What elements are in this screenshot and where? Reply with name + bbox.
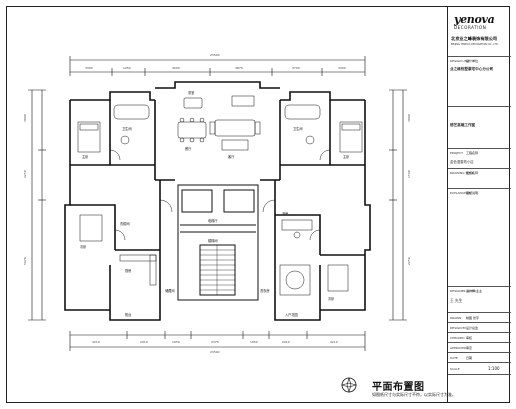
checked-value: 审核 bbox=[466, 336, 473, 340]
approved-row: APPROVED 审定 bbox=[448, 342, 511, 352]
dim-top-5: 3700 bbox=[292, 66, 300, 70]
dim-left-3: 5670 bbox=[23, 257, 27, 265]
room-label-cloak: 衣帽间 bbox=[120, 221, 130, 226]
room-label-bath-right: 卫生间 bbox=[293, 126, 303, 131]
designer-value: 设计师/业主 bbox=[466, 289, 483, 293]
floor-plan: 23540 3300 1950 4000 4870 3700 3300 2350… bbox=[23, 53, 411, 354]
dim-bottom-2: 2910 bbox=[140, 340, 148, 344]
owner-name: 王 先生 bbox=[450, 298, 463, 303]
room-label-hall: 电梯厅 bbox=[208, 218, 218, 223]
drawing-title-row: DRAWING TITLE 图纸名称 bbox=[448, 168, 511, 186]
date-row: DATE 日期 bbox=[448, 352, 511, 362]
design-unit-label: DESIGN UNIT bbox=[450, 59, 470, 63]
title-block: yenova DECORATION 北京业之峰装饰有限公司 BEIJING YE… bbox=[447, 6, 511, 403]
project-label: PROJECT bbox=[450, 151, 463, 155]
scale-value: 1:100 bbox=[488, 366, 500, 371]
dim-bottom-5: 1950 bbox=[250, 340, 258, 344]
room-label-master-right: 主卧 bbox=[343, 154, 350, 159]
logo-subtitle: DECORATION bbox=[454, 25, 487, 30]
drawn-label: DRAWN bbox=[450, 316, 462, 320]
company-name-en: BEIJING YENOVA DECORATION CO., LTD. bbox=[451, 43, 499, 46]
dim-bottom-1: 4210 bbox=[92, 340, 100, 344]
design-unit-row: DESIGN UNIT 设计单位 业之峰别墅豪宅中心分公司 bbox=[448, 56, 511, 74]
dim-top-4: 4870 bbox=[235, 66, 243, 70]
dim-right-1: 3900 bbox=[407, 114, 411, 122]
dim-top-2: 1950 bbox=[123, 66, 131, 70]
north-arrow-icon bbox=[340, 376, 358, 394]
dim-top-1: 3300 bbox=[85, 66, 93, 70]
plan-title: 平面布置图 bbox=[372, 382, 425, 393]
dim-bottom-total: 23500 bbox=[210, 350, 220, 354]
drawing-title-value: 图纸名称 bbox=[466, 171, 479, 175]
design-value: 设计总监 bbox=[466, 326, 479, 330]
checked-row: CHECKED 审核 bbox=[448, 332, 511, 342]
dim-left-1: 3900 bbox=[23, 114, 27, 122]
room-label-tea: 茶室 bbox=[188, 90, 194, 95]
approved-value: 审定 bbox=[466, 346, 473, 350]
dim-bottom-7: 4210 bbox=[330, 340, 338, 344]
dim-bottom-6: 2910 bbox=[282, 340, 290, 344]
studio-row: 德艺高端工作室 bbox=[448, 106, 511, 146]
project-row: PROJECT 工程名称 金色漫香苑小区 bbox=[448, 148, 511, 166]
sheet-number-row bbox=[448, 374, 511, 403]
project-value: 工程名称 bbox=[466, 151, 479, 155]
room-label-bedroom-right: 次卧 bbox=[328, 296, 335, 301]
date-value: 日期 bbox=[466, 356, 473, 360]
room-label-laundry: 洗衣房 bbox=[260, 288, 270, 293]
room-label-dining: 餐厅 bbox=[185, 146, 192, 151]
room-label-bath-left: 卫生间 bbox=[122, 126, 132, 131]
room-label-garden: 入户花园 bbox=[285, 312, 298, 317]
date-label: DATE bbox=[450, 356, 458, 360]
room-label-storage: 储藏间 bbox=[165, 288, 175, 293]
dim-top-6: 3300 bbox=[338, 66, 346, 70]
explanation-row: EXPLANATION 图纸说明 bbox=[448, 188, 511, 278]
design-unit-value: 设计单位 bbox=[466, 59, 479, 63]
checked-label: CHECKED bbox=[450, 336, 465, 340]
plan-subtitle: 如图纸尺寸与实际尺寸不符，以实际尺寸为准。 bbox=[372, 392, 456, 397]
company-name: 北京业之峰装饰有限公司 bbox=[451, 36, 498, 41]
room-label-kitchen: 厨房 bbox=[125, 268, 131, 273]
approved-label: APPROVED bbox=[450, 346, 467, 350]
studio-name: 德艺高端工作室 bbox=[450, 123, 476, 127]
company-logo: yenova DECORATION bbox=[454, 14, 506, 30]
dim-left-2: 2250 bbox=[23, 170, 27, 178]
room-label-stair: 楼梯间 bbox=[208, 238, 218, 243]
dim-top-3: 4000 bbox=[172, 66, 180, 70]
room-label-study: 书房 bbox=[282, 211, 288, 216]
dim-right-2: 1560 bbox=[407, 170, 411, 178]
drawn-row: DRAWN 制图 张宇 bbox=[448, 312, 511, 322]
dim-right-3: 2250 bbox=[407, 257, 411, 265]
logo-wordmark: yenova bbox=[454, 13, 495, 26]
explanation-label: EXPLANATION bbox=[450, 191, 471, 195]
design-row: DESIGN BY 设计总监 bbox=[448, 322, 511, 332]
designer-row: DESIGNER ADDR 设计师/业主 王 先生 bbox=[448, 286, 511, 308]
scale-label: SCALE bbox=[450, 367, 460, 371]
room-label-balcony: 阳台 bbox=[125, 312, 131, 317]
room-label-master-left: 主卧 bbox=[82, 154, 89, 159]
room-label-bedroom-left: 次卧 bbox=[80, 244, 87, 249]
room-label-living: 客厅 bbox=[228, 154, 235, 159]
design-label: DESIGN BY bbox=[450, 326, 467, 330]
designer-label: DESIGNER ADDR bbox=[450, 289, 476, 293]
drawn-value: 制图 张宇 bbox=[466, 316, 479, 320]
dim-bottom-3: 1950 bbox=[172, 340, 180, 344]
dim-top-total: 23540 bbox=[210, 53, 220, 57]
scale-row: SCALE 1:100 bbox=[448, 362, 511, 374]
branch-name: 业之峰别墅豪宅中心分公司 bbox=[450, 67, 494, 71]
dim-bottom-4: 2370 bbox=[211, 340, 219, 344]
sheet-border bbox=[6, 6, 510, 403]
drawing-title-label: DRAWING TITLE bbox=[450, 171, 474, 175]
project-name: 金色漫香苑小区 bbox=[450, 160, 474, 164]
explanation-value: 图纸说明 bbox=[466, 191, 479, 195]
